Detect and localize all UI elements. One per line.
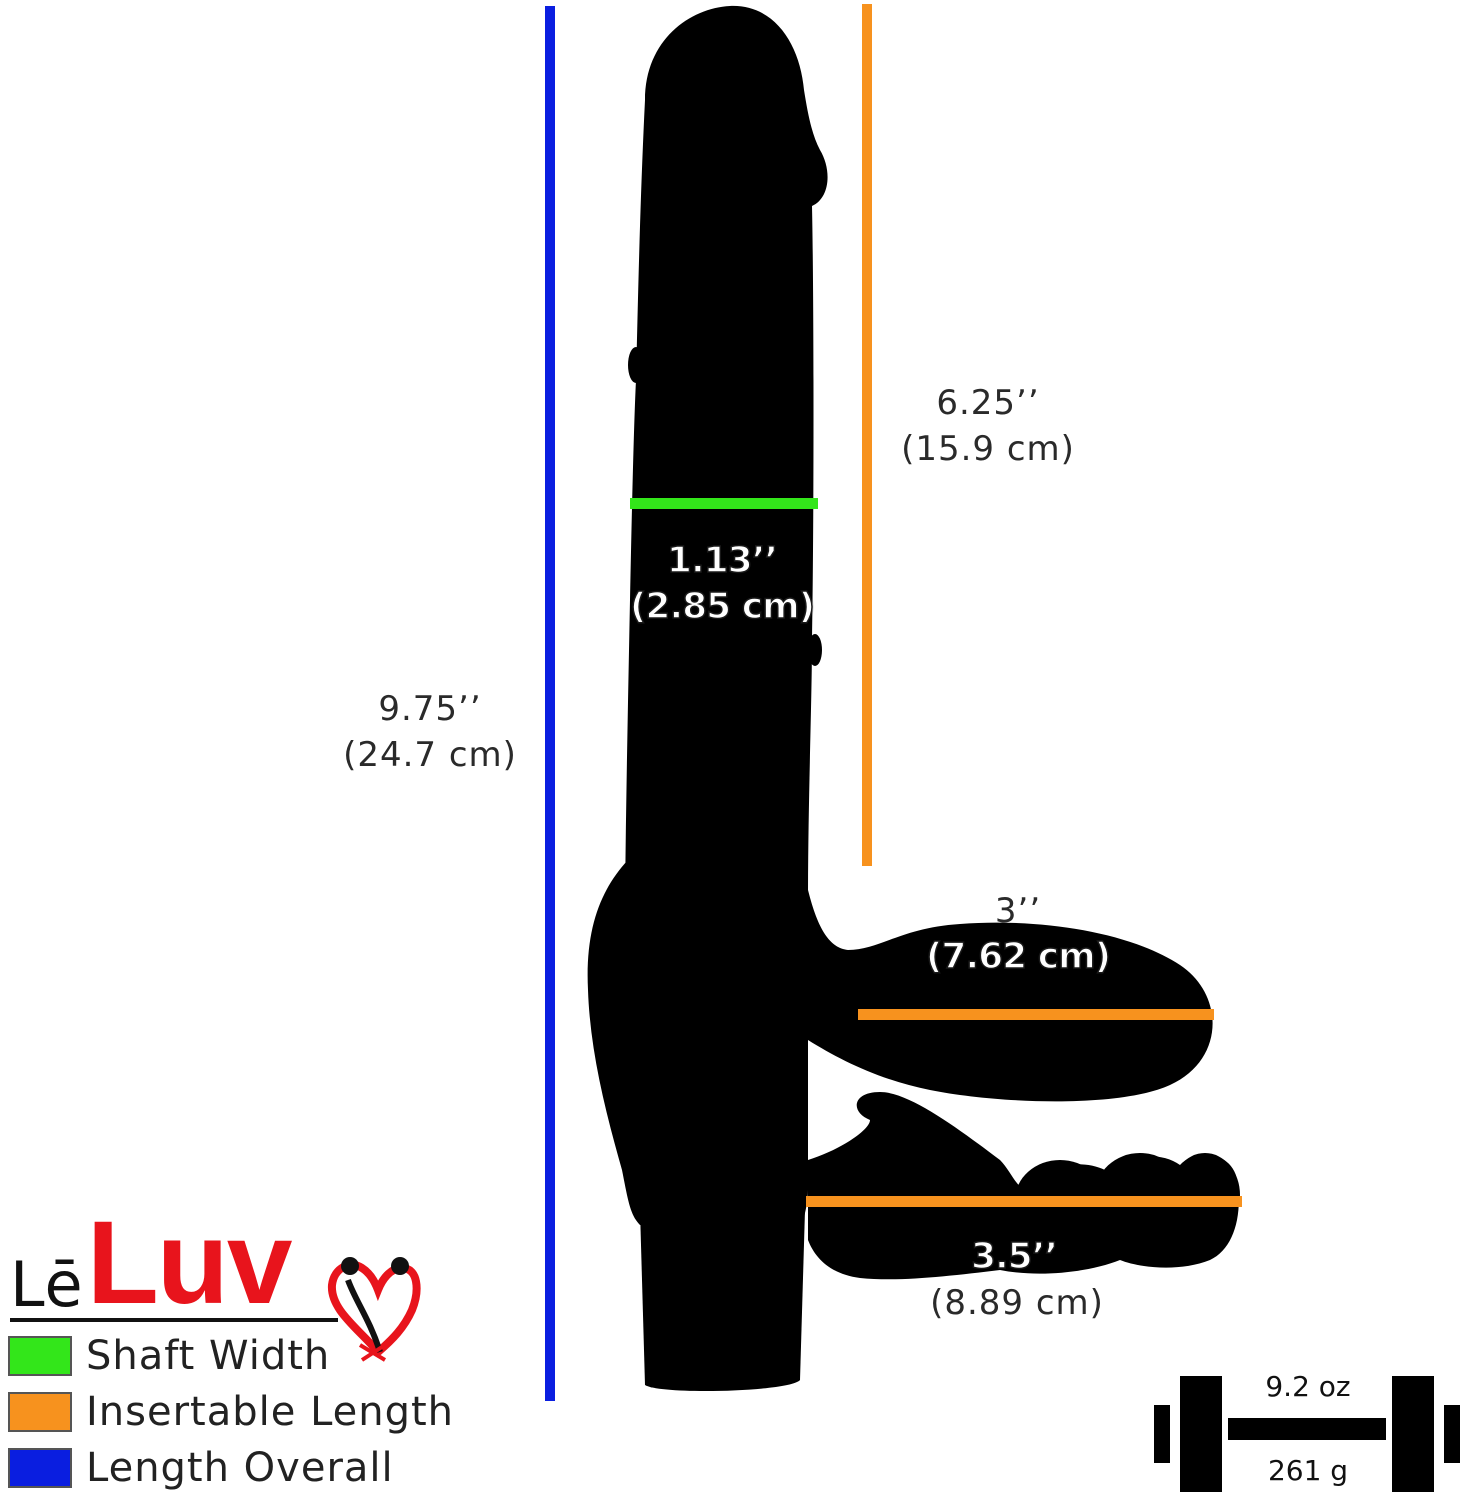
shaft-width-inches: 1.13’’ xyxy=(666,539,779,582)
legend-swatch-blue xyxy=(8,1448,72,1488)
weight-grams: 261 g xyxy=(1267,1454,1349,1487)
overall-length-inches: 9.75’’ xyxy=(378,689,482,729)
shaft-width-line xyxy=(630,498,818,509)
product-silhouette xyxy=(587,5,1240,1392)
legend-item-length-overall: Length Overall xyxy=(8,1445,394,1491)
brand-prefix: Lē xyxy=(10,1248,83,1321)
overall-length-label: 9.75’’ (24.7 cm) xyxy=(330,686,530,778)
brand-name: Luv xyxy=(86,1196,293,1329)
upper-arm-inches: 3’’ xyxy=(994,891,1042,931)
weight-oz: 9.2 oz xyxy=(1265,1370,1351,1403)
handle-silhouette xyxy=(640,1210,805,1392)
logo-underline xyxy=(10,1318,338,1322)
upper-arm-length-line xyxy=(858,1009,1214,1020)
heart-logo-icon xyxy=(327,1257,421,1362)
lower-arm-cm: (8.89 cm) xyxy=(930,1283,1104,1323)
insertable-length-line xyxy=(862,4,872,866)
upper-arm-cm: (7.62 cm) xyxy=(925,935,1112,978)
shaft-width-cm: (2.85 cm) xyxy=(629,585,816,628)
base-silhouette xyxy=(587,860,808,1225)
legend-label: Insertable Length xyxy=(86,1389,455,1435)
lower-arm-length-line xyxy=(806,1196,1242,1207)
legend-label: Length Overall xyxy=(86,1445,394,1491)
lower-arm-inches: 3.5’’ xyxy=(970,1235,1059,1278)
brand-logo: Lē Luv xyxy=(10,1196,293,1329)
insertable-length-label: 6.25’’ (15.9 cm) xyxy=(888,380,1088,472)
legend-item-shaft-width: Shaft Width xyxy=(8,1333,331,1379)
legend-swatch-orange xyxy=(8,1392,72,1432)
legend-item-insertable-length: Insertable Length xyxy=(8,1389,455,1435)
shaft-silhouette xyxy=(625,5,828,900)
insertable-length-cm: (15.9 cm) xyxy=(901,429,1075,469)
shaft-width-label: 1.13’’ (2.85 cm) xyxy=(612,538,832,630)
dumbbell-icon xyxy=(1154,1376,1460,1492)
overall-length-line xyxy=(545,6,555,1401)
overall-length-cm: (24.7 cm) xyxy=(343,735,517,775)
legend-label: Shaft Width xyxy=(86,1333,331,1379)
upper-arm-silhouette xyxy=(808,890,1213,1102)
legend-swatch-green xyxy=(8,1336,72,1376)
insertable-length-inches: 6.25’’ xyxy=(936,383,1040,423)
